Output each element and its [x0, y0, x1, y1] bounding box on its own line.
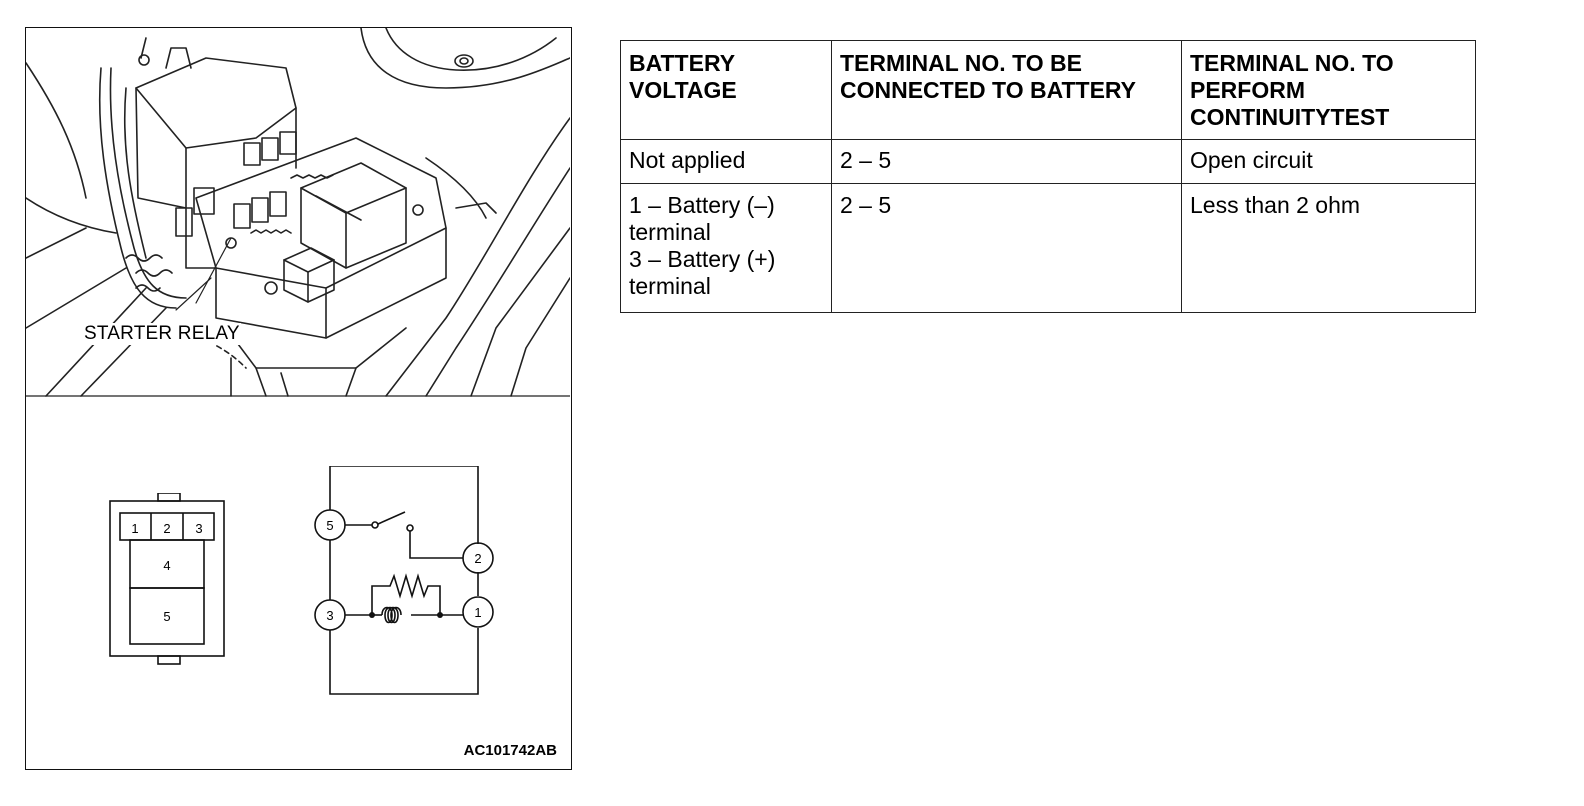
connector-terminal-2: 2	[163, 521, 170, 536]
cell-terminal-connected: 2 – 5	[831, 183, 1182, 313]
continuity-test-table: BATTERY VOLTAGE TERMINAL NO. TO BE CONNE…	[620, 40, 1476, 313]
connector-terminal-1: 1	[131, 521, 138, 536]
cell-line: 1 – Battery (–)	[629, 192, 775, 218]
cell-line: Not applied	[629, 147, 746, 173]
cell-battery-voltage: Not applied	[620, 139, 832, 184]
figure-code: AC101742AB	[463, 742, 557, 759]
header-battery-voltage: BATTERY VOLTAGE	[620, 40, 832, 140]
relay-connector-diagram: 1 2 3 4 5	[109, 493, 225, 665]
schematic-terminal-3: 3	[326, 608, 333, 623]
header-terminal-connected: TERMINAL NO. TO BE CONNECTED TO BATTERY	[831, 40, 1182, 140]
starter-relay-label: STARTER RELAY	[83, 323, 241, 345]
cell-line: terminal	[629, 219, 711, 245]
schematic-terminal-2: 2	[474, 551, 481, 566]
table-row: Not applied 2 – 5 Open circuit	[620, 139, 1476, 184]
schematic-terminal-5: 5	[326, 518, 333, 533]
table-row: 1 – Battery (–) terminal 3 – Battery (+)…	[620, 183, 1476, 313]
header-terminal-continuity: TERMINAL NO. TO PERFORM CONTINUITYTEST	[1181, 40, 1476, 140]
cell-terminal-connected: 2 – 5	[831, 139, 1182, 184]
schematic-terminal-1: 1	[474, 605, 481, 620]
cell-continuity-result: Open circuit	[1181, 139, 1476, 184]
cell-line: 3 – Battery (+)	[629, 246, 776, 272]
cell-battery-voltage: 1 – Battery (–) terminal 3 – Battery (+)…	[620, 183, 832, 313]
connector-terminal-5: 5	[163, 609, 170, 624]
relay-circuit-schematic: 5 2 3 1	[314, 466, 494, 695]
cell-line: terminal	[629, 273, 711, 299]
engine-bay-illustration	[26, 28, 570, 397]
table-header-row: BATTERY VOLTAGE TERMINAL NO. TO BE CONNE…	[620, 40, 1476, 140]
connector-terminal-4: 4	[163, 558, 170, 573]
cell-continuity-result: Less than 2 ohm	[1181, 183, 1476, 313]
connector-terminal-3: 3	[195, 521, 202, 536]
relay-figure: STARTER RELAY 1 2 3 4 5	[25, 27, 572, 770]
